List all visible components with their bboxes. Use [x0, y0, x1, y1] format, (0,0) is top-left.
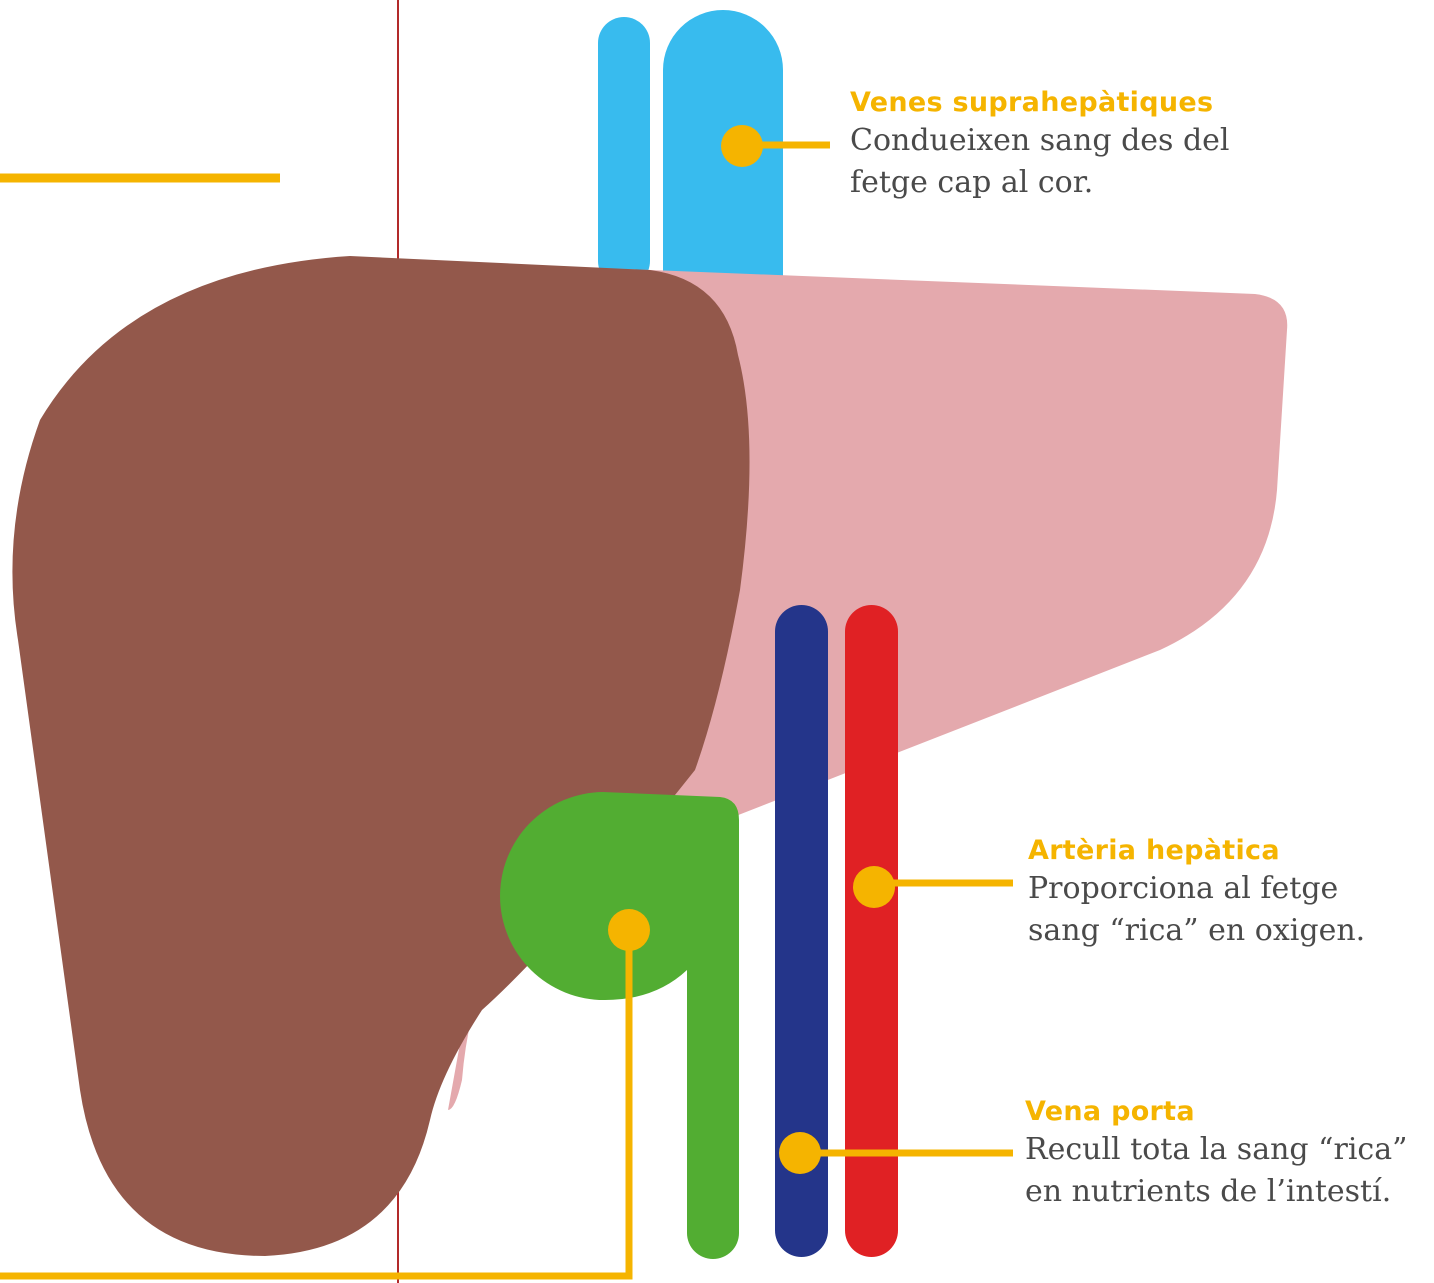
label-hepatic-veins: Venes suprahepàtiques Condueixen sang de… — [850, 86, 1230, 204]
label-line: Condueixen sang des del — [850, 120, 1230, 162]
label-portal-vein: Vena porta Recull tota la sang “rica” en… — [1025, 1095, 1407, 1213]
label-line: fetge cap al cor. — [850, 162, 1230, 204]
label-description: Recull tota la sang “rica” en nutrients … — [1025, 1129, 1407, 1213]
gallbladder — [500, 792, 739, 1259]
label-line: en nutrients de l’intestí. — [1025, 1171, 1407, 1213]
label-line: Recull tota la sang “rica” — [1025, 1129, 1407, 1171]
label-description: Proporciona al fetge sang “rica” en oxig… — [1028, 868, 1365, 952]
hepatic-artery — [845, 605, 898, 1257]
callout-dot-portal-vein — [779, 1132, 821, 1174]
label-line: Proporciona al fetge — [1028, 868, 1365, 910]
label-line: sang “rica” en oxigen. — [1028, 910, 1365, 952]
label-title: Artèria hepàtica — [1028, 834, 1365, 868]
label-hepatic-artery: Artèria hepàtica Proporciona al fetge sa… — [1028, 834, 1365, 952]
callout-dot-gallbladder — [608, 909, 650, 951]
callout-dot-hepatic-artery — [853, 866, 895, 908]
liver-right-lobe — [12, 256, 749, 1256]
hepatic-vein-small — [598, 17, 650, 287]
callout-dot-hepatic-veins — [721, 125, 763, 167]
label-title: Venes suprahepàtiques — [850, 86, 1230, 120]
label-title: Vena porta — [1025, 1095, 1407, 1129]
label-description: Condueixen sang des del fetge cap al cor… — [850, 120, 1230, 204]
